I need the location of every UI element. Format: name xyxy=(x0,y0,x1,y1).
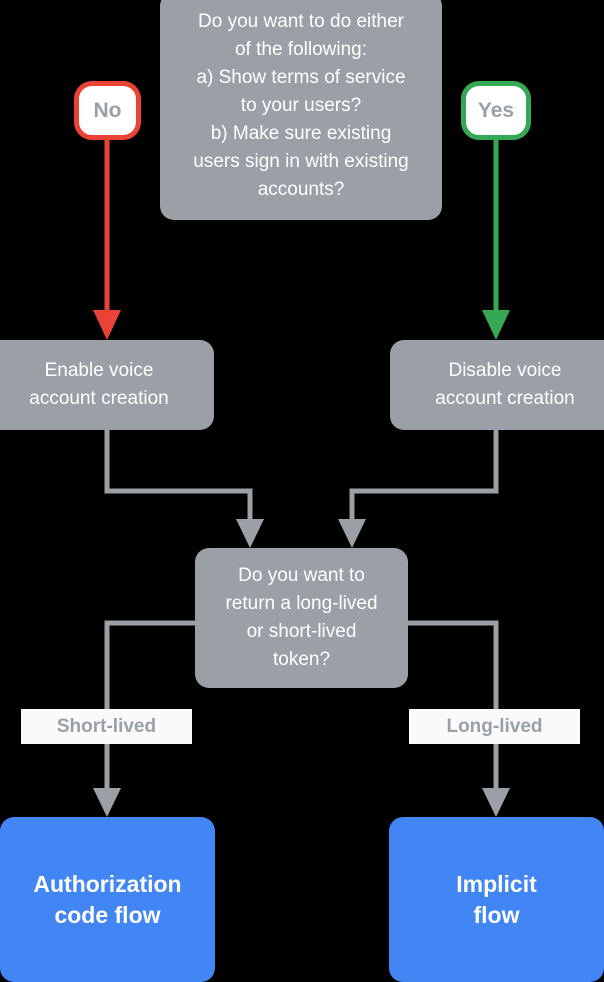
node-enable-voice-label: Enable voice account creation xyxy=(29,360,169,409)
node-implicit-flow-label: Implicit flow xyxy=(456,870,537,928)
edge-label-short-lived-text: Short-lived xyxy=(56,715,157,737)
edge-disable-to-token-question xyxy=(338,430,499,548)
node-question-terms-label: Do you want to do either of the followin… xyxy=(193,11,409,200)
edge-enable-to-token-question xyxy=(104,430,264,548)
edge-label-long-lived: Long-lived xyxy=(409,709,580,744)
badge-yes: Yes xyxy=(461,81,531,140)
node-implicit-flow: Implicit flow xyxy=(389,817,604,982)
edge-label-long-lived-text: Long-lived xyxy=(446,715,543,737)
node-authorization-code-flow: Authorization code flow xyxy=(0,817,215,982)
node-enable-voice-account-creation: Enable voice account creation xyxy=(0,340,214,430)
node-disable-voice-label: Disable voice account creation xyxy=(435,360,575,409)
node-question-token-label: Do you want to return a long-lived or sh… xyxy=(225,565,378,670)
node-authorization-code-flow-label: Authorization code flow xyxy=(33,870,182,928)
edge-no-to-enable xyxy=(93,140,121,340)
edge-yes-to-disable xyxy=(482,140,510,340)
badge-no: No xyxy=(74,81,141,140)
node-question-terms: Do you want to do either of the followin… xyxy=(160,0,442,220)
badge-yes-label: Yes xyxy=(477,98,515,122)
node-question-token-lifetime: Do you want to return a long-lived or sh… xyxy=(195,548,408,688)
badge-no-label: No xyxy=(93,98,122,122)
node-disable-voice-account-creation: Disable voice account creation xyxy=(390,340,604,430)
edge-label-short-lived: Short-lived xyxy=(21,709,192,744)
